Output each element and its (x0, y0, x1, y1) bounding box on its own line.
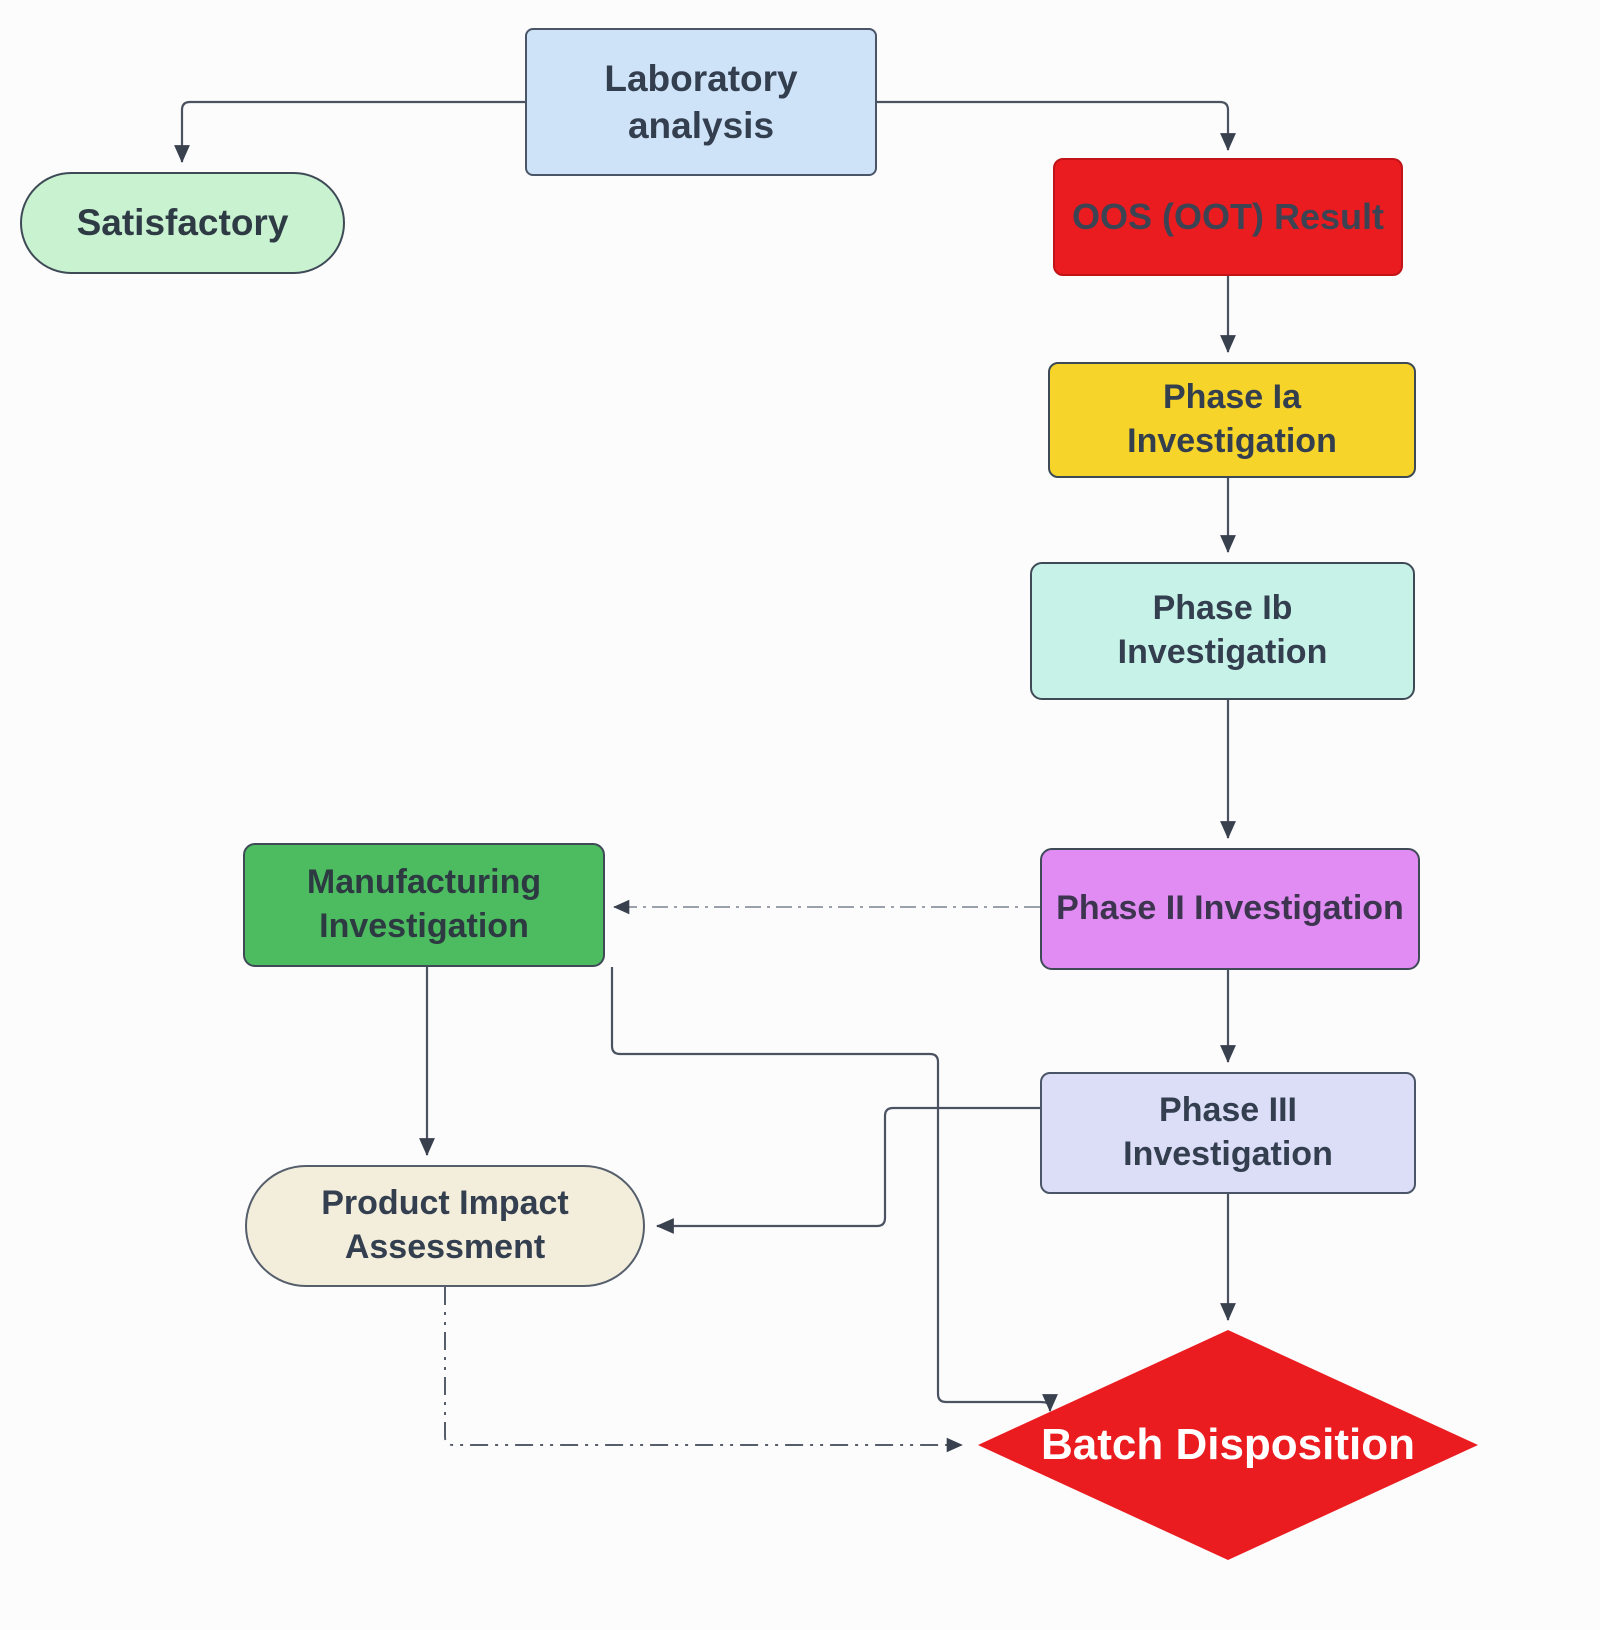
node-phase-1a: Phase Ia Investigation (1048, 362, 1416, 478)
node-label-phase-3: Phase III Investigation (1123, 1091, 1333, 1173)
node-phase-1b: Phase Ib Investigation (1030, 562, 1415, 700)
edge-laboratory-to-oos (877, 100, 1236, 151)
node-label-batch-disposition: Batch Disposition (1040, 1419, 1416, 1469)
edge-laboratory-to-satisfactory (174, 100, 525, 163)
node-label-phase-1a: Phase Ia Investigation (1127, 378, 1337, 460)
edge-product-impact-to-batch (444, 1287, 963, 1453)
node-label-phase-1b: Phase Ib Investigation (1117, 589, 1328, 671)
node-label-laboratory-analysis: Laboratory analysis (604, 57, 798, 146)
node-label-oos-result: OOS (OOT) Result (1071, 195, 1384, 237)
node-label-satisfactory: Satisfactory (76, 202, 289, 244)
node-batch-disposition-shape (978, 1330, 1478, 1560)
edge-manufacturing-to-batch (610, 967, 1058, 1412)
node-laboratory-analysis: Laboratory analysis (525, 28, 877, 176)
node-phase-3: Phase III Investigation (1040, 1072, 1416, 1194)
node-oos-result: OOS (OOT) Result (1053, 158, 1403, 276)
node-label-manufacturing-investigation: Manufacturing Investigation (306, 863, 542, 945)
node-product-impact-assessment: Product Impact Assessment (245, 1165, 645, 1287)
node-batch-disposition-label: Batch Disposition (978, 1390, 1478, 1500)
node-manufacturing-investigation: Manufacturing Investigation (243, 843, 605, 967)
node-phase-2: Phase II Investigation (1040, 848, 1420, 970)
edge-phase3-to-product-impact (656, 1106, 1040, 1234)
node-label-product-impact-assessment: Product Impact Assessment (321, 1184, 569, 1266)
node-label-phase-2: Phase II Investigation (1056, 889, 1404, 928)
node-satisfactory: Satisfactory (20, 172, 345, 274)
